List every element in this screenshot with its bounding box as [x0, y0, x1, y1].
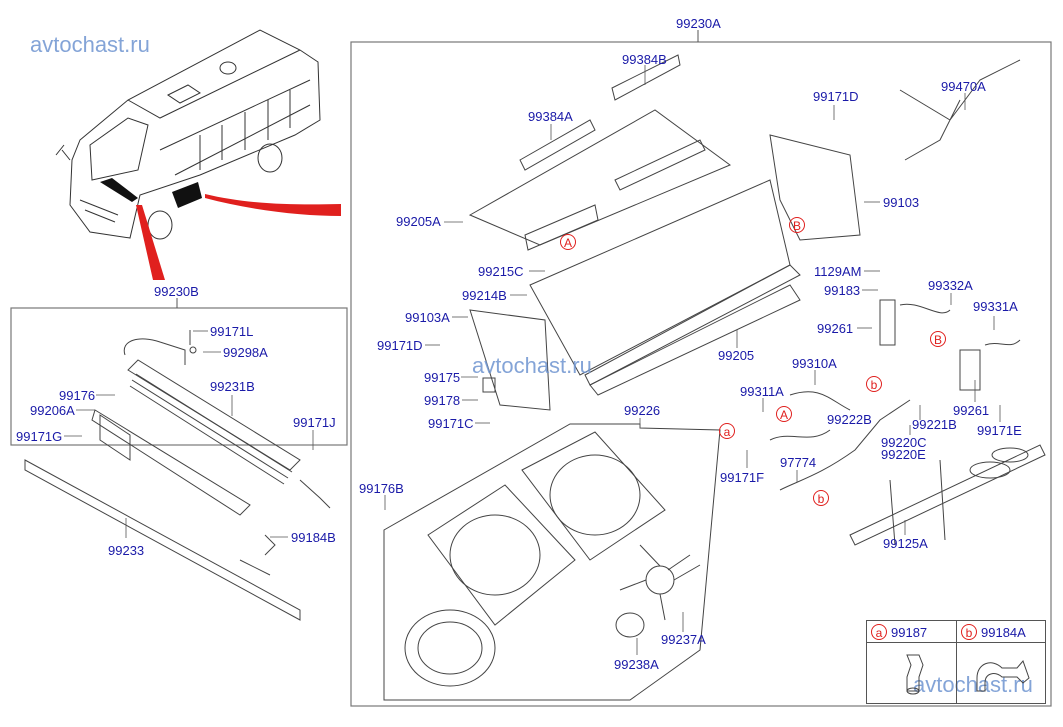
part-label[interactable]: 99331A — [973, 299, 1018, 314]
part-label[interactable]: 99206A — [30, 403, 75, 418]
pointer-to-main — [205, 194, 341, 216]
condenser-assembly — [468, 54, 1046, 546]
part-label[interactable]: 99238A — [614, 657, 659, 672]
reference-marker-b[interactable]: b — [866, 376, 882, 392]
reference-marker-B[interactable]: B — [930, 331, 946, 347]
watermark-bottom-right: avtochast.ru — [913, 672, 1033, 697]
watermark-center: avtochast.ru — [472, 353, 592, 378]
auxiliary-assembly-frame — [10, 307, 348, 446]
part-label[interactable]: 99176B — [359, 481, 404, 496]
clip-icon — [906, 654, 924, 695]
fastener-legend: a 99187 b 99184A — [866, 620, 1046, 704]
reference-marker-B[interactable]: B — [789, 217, 805, 233]
part-label[interactable]: 99175 — [424, 370, 461, 385]
legend-illustration-a — [867, 643, 957, 703]
part-label[interactable]: 99171C — [428, 416, 474, 431]
part-label[interactable]: 99171E — [977, 423, 1022, 438]
part-label[interactable]: 99222B — [827, 412, 872, 427]
part-label[interactable]: 99226 — [624, 403, 661, 418]
pointer-to-auxiliary — [136, 205, 165, 280]
reference-marker-b[interactable]: b — [813, 490, 829, 506]
legend-item-a[interactable]: a 99187 — [867, 621, 957, 643]
part-label[interactable]: 99125A — [883, 536, 928, 551]
part-label[interactable]: 99171F — [720, 470, 765, 485]
reference-marker-A[interactable]: A — [560, 234, 576, 250]
part-label[interactable]: 99221B — [912, 417, 957, 432]
part-label[interactable]: 99311A — [740, 384, 784, 399]
part-label[interactable]: 99183 — [824, 283, 861, 298]
part-label[interactable]: 1129AM — [814, 264, 862, 279]
part-label[interactable]: 99384A — [528, 109, 573, 124]
part-label[interactable]: 99298A — [223, 345, 268, 360]
part-label[interactable]: 99205 — [718, 348, 755, 363]
part-label[interactable]: 99171J — [293, 415, 336, 430]
fan-assembly — [383, 423, 721, 701]
reference-marker-a[interactable]: a — [719, 423, 735, 439]
part-label[interactable]: 99310A — [792, 356, 837, 371]
legend-item-b[interactable]: b 99184A — [957, 621, 1045, 643]
part-label[interactable]: 99384B — [622, 52, 667, 67]
part-label[interactable]: 99332A — [928, 278, 973, 293]
auxiliary-heat-exchanger — [24, 330, 331, 621]
assembly-label-auxiliary[interactable]: 99230B — [154, 284, 199, 299]
legend-marker-a: a — [871, 624, 887, 640]
auxiliary-leaders — [64, 330, 314, 538]
main-leaders — [384, 65, 1001, 655]
assembly-label-main[interactable]: 99230A — [676, 16, 721, 31]
part-label[interactable]: 99176 — [59, 388, 96, 403]
bus-illustration — [55, 29, 321, 240]
part-label[interactable]: 99470A — [941, 79, 986, 94]
part-label[interactable]: 99171D — [813, 89, 859, 104]
part-label[interactable]: 99220E — [881, 447, 926, 462]
part-label[interactable]: 99178 — [424, 393, 461, 408]
part-label[interactable]: 99231B — [210, 379, 255, 394]
part-label[interactable]: 99261 — [953, 403, 990, 418]
part-label[interactable]: 99184B — [291, 530, 336, 545]
main-assembly-frame — [350, 41, 1052, 707]
reference-marker-A[interactable]: A — [776, 406, 792, 422]
part-label[interactable]: 99233 — [108, 543, 145, 558]
part-label[interactable]: 97774 — [780, 455, 817, 470]
heat-exchanger-highlight-front — [100, 178, 138, 202]
clamp-icon — [976, 660, 1030, 692]
part-label[interactable]: 99103 — [883, 195, 920, 210]
part-label[interactable]: 99237A — [661, 632, 706, 647]
part-label[interactable]: 99171L — [210, 324, 254, 339]
part-label[interactable]: 99171D — [377, 338, 423, 353]
part-label[interactable]: 99220C — [881, 435, 927, 450]
legend-part-number: 99187 — [891, 625, 928, 640]
part-label[interactable]: 99103A — [405, 310, 450, 325]
part-label[interactable]: 99205A — [396, 214, 441, 229]
watermark-top-left: avtochast.ru — [30, 32, 150, 57]
legend-marker-b: b — [961, 624, 977, 640]
heat-exchanger-highlight-side — [172, 182, 202, 208]
part-label[interactable]: 99171G — [16, 429, 63, 444]
part-label[interactable]: 99261 — [817, 321, 854, 336]
legend-part-number: 99184A — [981, 625, 1026, 640]
part-label[interactable]: 99215C — [478, 264, 524, 279]
part-label[interactable]: 99214B — [462, 288, 507, 303]
